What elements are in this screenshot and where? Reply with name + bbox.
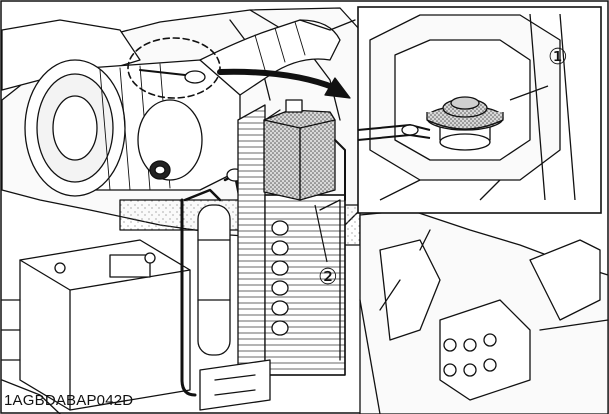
cap-small [139, 69, 206, 84]
leader-line-1 [509, 85, 549, 101]
radiator [237, 104, 346, 386]
radiator-mount [199, 359, 271, 411]
callout-2: ② [318, 265, 338, 290]
inset-detail [357, 6, 602, 214]
detail-arrow [217, 68, 338, 91]
callout-1: ① [548, 45, 568, 70]
figure-code: 1AGBDABAP042D [4, 392, 134, 409]
detail-arrowhead [324, 77, 351, 99]
air-cleaner [24, 59, 241, 197]
recovery-tank [263, 99, 346, 201]
intake-hose [199, 19, 356, 96]
battery [1, 239, 191, 414]
right-frame [359, 209, 609, 414]
leader-line-2 [314, 204, 328, 263]
radiator-cap [426, 96, 504, 131]
highlight-circle [127, 37, 221, 99]
